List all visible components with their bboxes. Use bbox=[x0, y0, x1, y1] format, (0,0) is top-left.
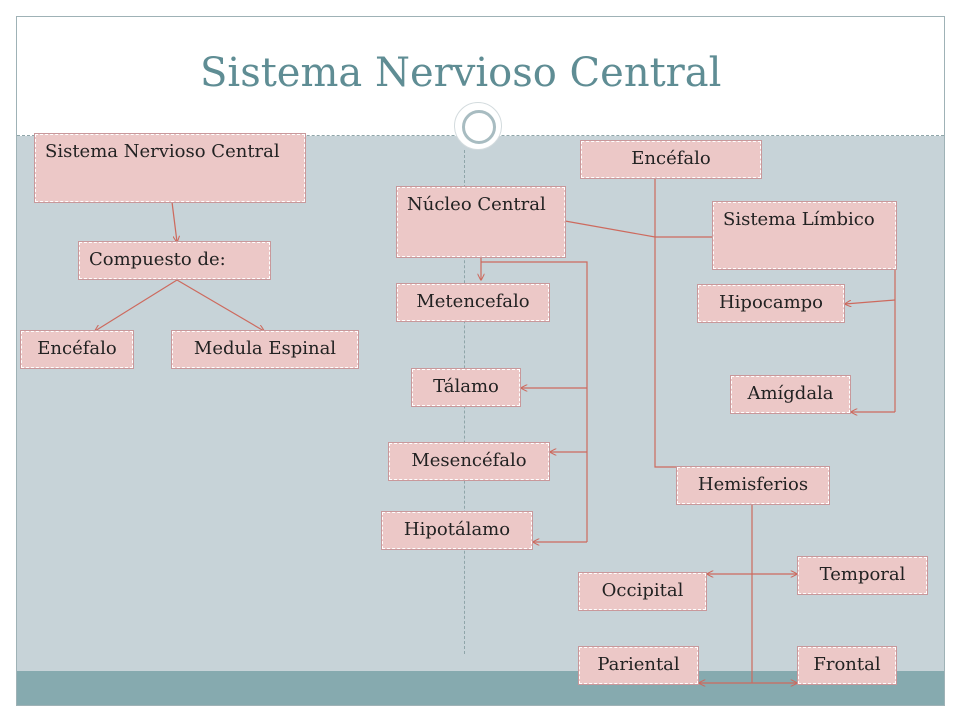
node-compuesto-de: Compuesto de: bbox=[78, 241, 271, 280]
node-mesencefalo: Mesencéfalo bbox=[388, 442, 550, 481]
node-hemisferios: Hemisferios bbox=[676, 466, 830, 505]
node-sistema-limbico: Sistema Límbico bbox=[712, 201, 897, 270]
node-metencefalo: Metencefalo bbox=[396, 283, 550, 322]
node-hipocampo: Hipocampo bbox=[697, 284, 845, 323]
ring-inner bbox=[462, 110, 496, 144]
ring-ornament-icon bbox=[454, 102, 502, 150]
node-amigdala: Amígdala bbox=[730, 375, 851, 414]
node-medula-espinal: Medula Espinal bbox=[171, 330, 359, 369]
node-nucleo-central: Núcleo Central bbox=[396, 186, 566, 258]
node-temporal: Temporal bbox=[797, 556, 928, 595]
node-occipital: Occipital bbox=[578, 572, 707, 611]
node-sistema-nervioso-central: Sistema Nervioso Central bbox=[34, 133, 306, 203]
page-title: Sistema Nervioso Central bbox=[200, 50, 722, 96]
node-talamo: Tálamo bbox=[411, 368, 521, 407]
footer-band bbox=[17, 671, 944, 705]
node-encefalo-right: Encéfalo bbox=[580, 140, 762, 179]
node-pariental: Pariental bbox=[578, 646, 699, 685]
node-hipotalamo: Hipotálamo bbox=[381, 511, 533, 550]
node-encefalo-left: Encéfalo bbox=[20, 330, 134, 369]
node-frontal: Frontal bbox=[797, 646, 897, 685]
